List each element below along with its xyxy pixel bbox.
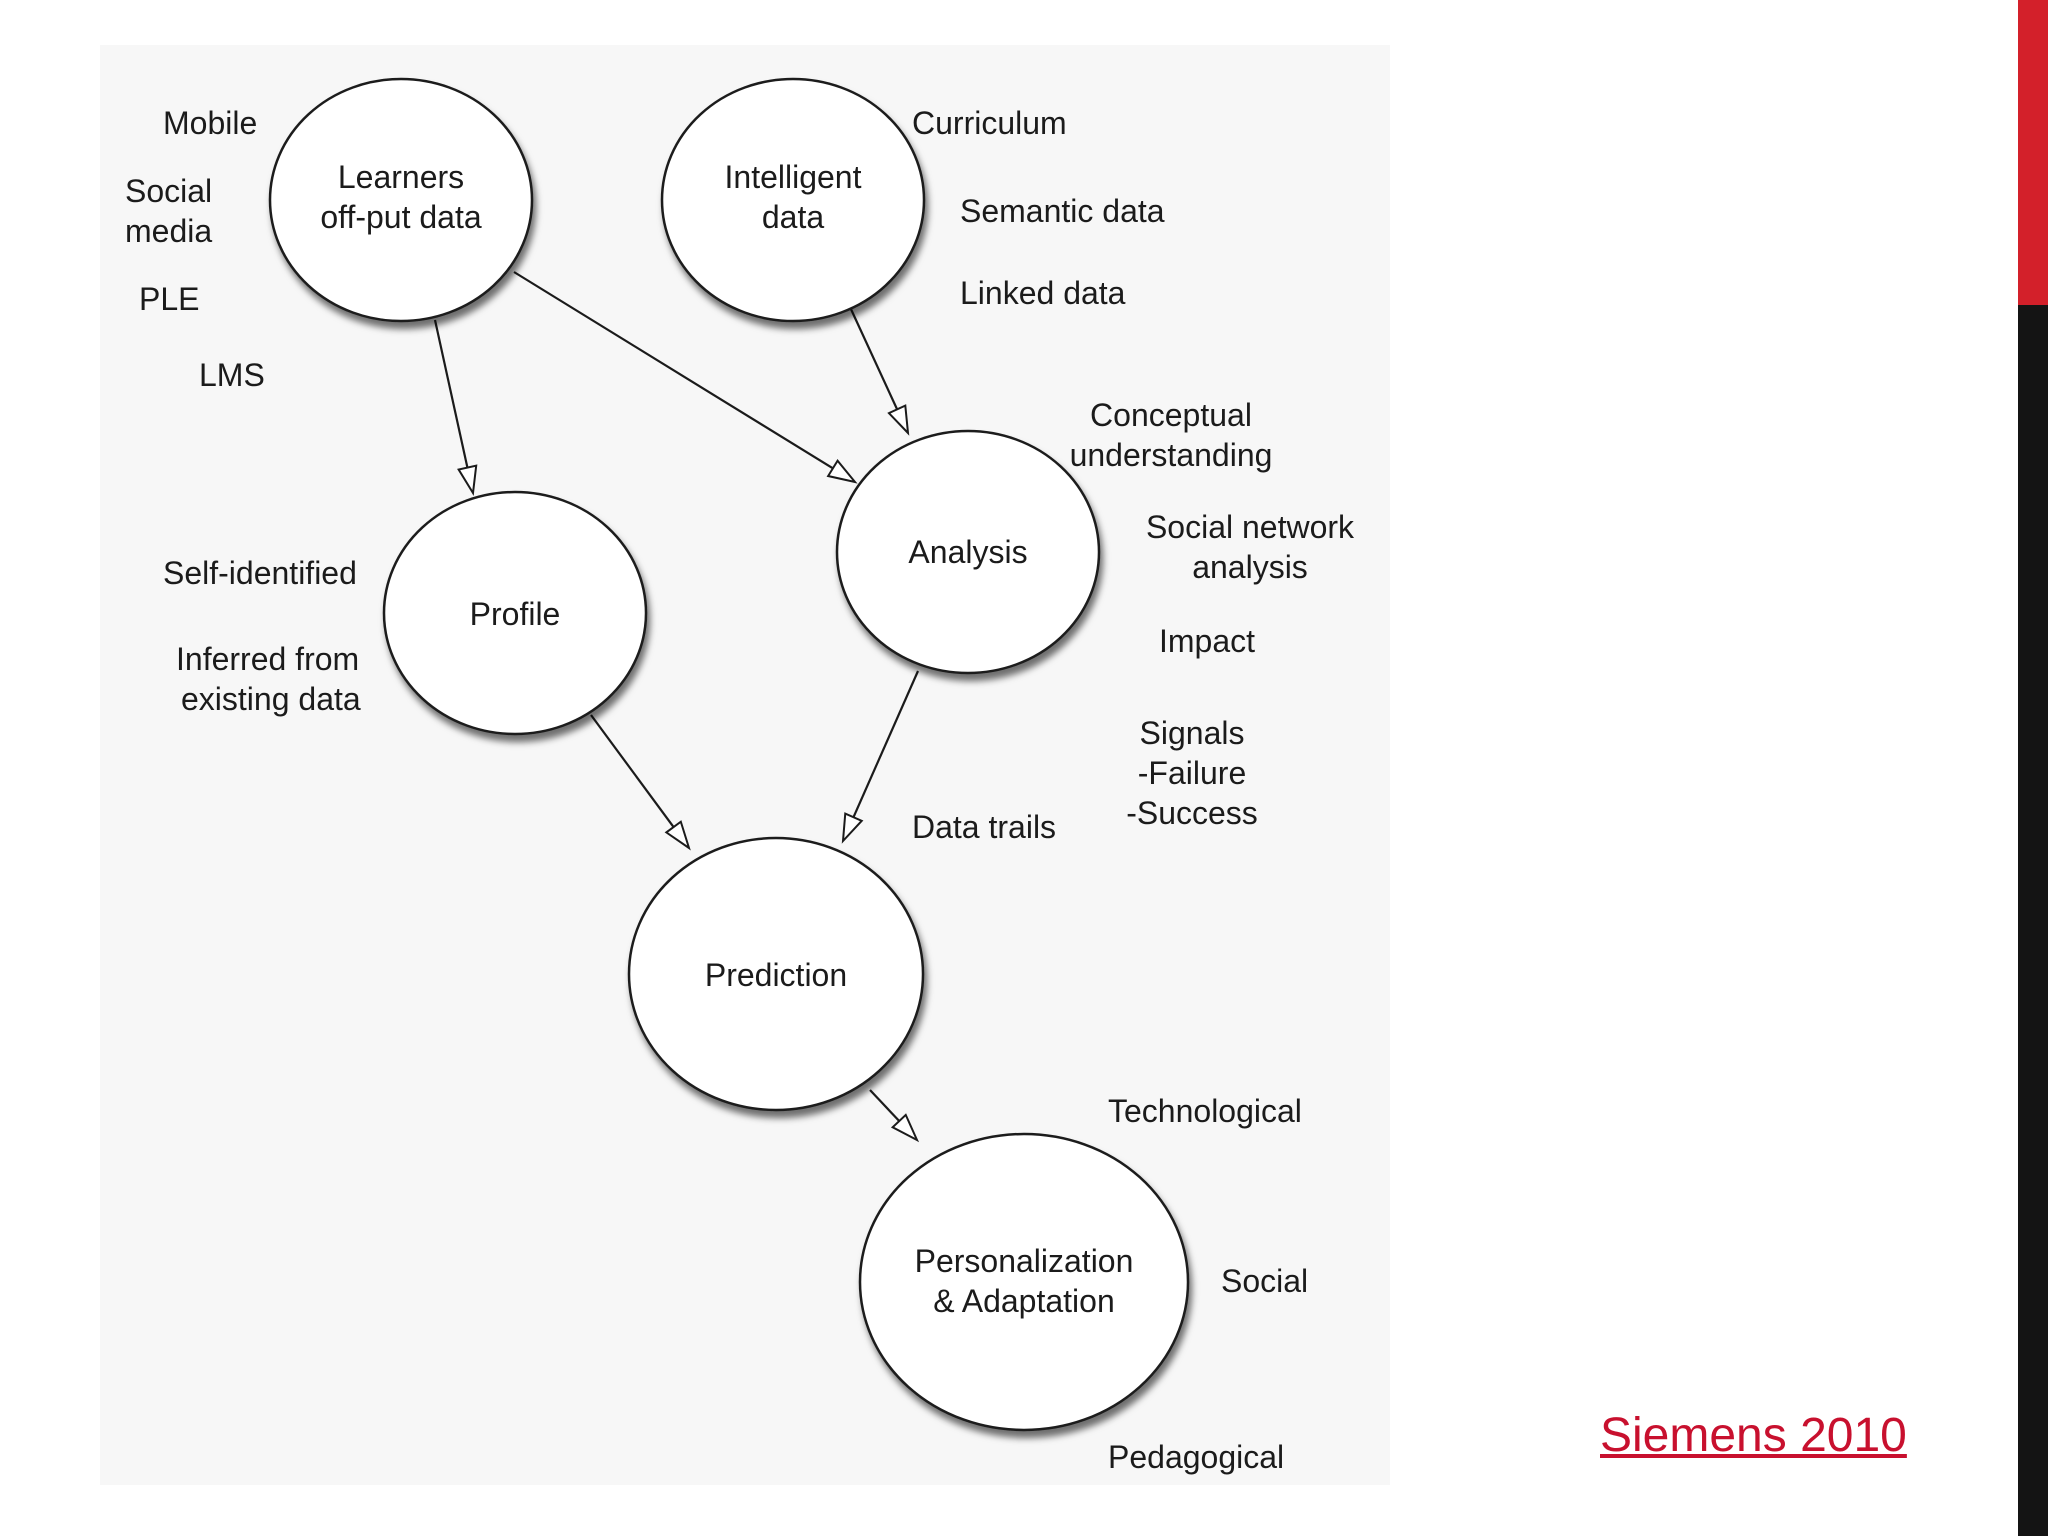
node-personalization-circle: [858, 1132, 1190, 1432]
analytics-flow-diagram: Learners off-put data Intelligent data P…: [125, 77, 1355, 1475]
annotation-technological: Technological: [1108, 1093, 1302, 1129]
node-profile: Profile: [382, 490, 648, 736]
annotation-conceptual-line-2: understanding: [1070, 437, 1273, 473]
node-analysis-circle: [835, 429, 1101, 675]
node-profile-circle: [382, 490, 648, 736]
arrow-intelligent-to-analysis-line: [849, 306, 899, 410]
arrow-analysis-to-prediction-line: [852, 670, 920, 818]
annotation-conceptual-line-1: Conceptual: [1090, 397, 1252, 433]
annotation-ple: PLE: [139, 281, 199, 317]
annotation-inferred-line-1: Inferred from: [176, 641, 359, 677]
accent-bar-black: [2018, 305, 2048, 1536]
annotation-social-media-line-1: Social: [125, 173, 212, 209]
arrow-learners-to-analysis-head: [826, 458, 858, 484]
annotation-inferred-line-2: existing data: [181, 681, 361, 717]
annotation-linked-data: Linked data: [960, 275, 1126, 311]
annotation-curriculum: Curriculum: [912, 105, 1067, 141]
arrow-prediction-to-personalization-head: [890, 1113, 920, 1143]
arrow-profile-to-prediction-head: [664, 820, 691, 851]
arrow-prediction-to-personalization-line: [869, 1089, 900, 1122]
node-learners-line-1: Learners: [338, 159, 464, 195]
node-intelligent-line-2: data: [762, 199, 824, 235]
annotation-signals-line-2: -Failure: [1138, 755, 1246, 791]
node-learners-line-2: off-put data: [320, 199, 482, 235]
node-personalization-line-2: & Adaptation: [933, 1283, 1114, 1319]
node-analysis-line-1: Analysis: [908, 534, 1027, 570]
diagram-panel: Learners off-put data Intelligent data P…: [100, 45, 1390, 1485]
node-profile-line-1: Profile: [470, 596, 561, 632]
annotation-lms: LMS: [199, 357, 265, 393]
annotation-sna-line-1: Social network: [1146, 509, 1355, 545]
annotation-signals-line-3: -Success: [1126, 795, 1258, 831]
node-personalization: Personalization & Adaptation: [858, 1132, 1190, 1432]
node-intelligent: Intelligent data: [660, 77, 926, 323]
arrow-profile-to-prediction-line: [590, 714, 675, 828]
arrow-learners-to-analysis-line: [513, 271, 834, 470]
annotation-signals-line-1: Signals: [1140, 715, 1245, 751]
node-intelligent-circle: [660, 77, 926, 323]
arrow-learners-to-profile-line: [433, 319, 469, 468]
arrows: [433, 271, 920, 1143]
node-prediction-circle: [627, 836, 925, 1112]
node-prediction: Prediction: [627, 836, 925, 1112]
node-learners-circle: [268, 77, 534, 323]
accent-bar-red: [2018, 0, 2048, 305]
node-personalization-line-1: Personalization: [915, 1243, 1134, 1279]
annotation-social-media-line-2: media: [125, 213, 212, 249]
citation-link[interactable]: Siemens 2010: [1600, 1409, 1907, 1462]
arrow-intelligent-to-analysis-head: [887, 404, 910, 436]
arrow-learners-to-profile-head: [457, 464, 478, 496]
annotation-social: Social: [1221, 1263, 1308, 1299]
node-prediction-line-1: Prediction: [705, 957, 847, 993]
annotation-mobile: Mobile: [163, 105, 257, 141]
annotation-semantic-data: Semantic data: [960, 193, 1165, 229]
node-analysis: Analysis: [835, 429, 1101, 675]
node-learners: Learners off-put data: [268, 77, 534, 323]
annotation-pedagogical: Pedagogical: [1108, 1439, 1284, 1475]
annotation-data-trails: Data trails: [912, 809, 1056, 845]
node-intelligent-line-1: Intelligent: [725, 159, 862, 195]
arrow-analysis-to-prediction-head: [841, 812, 864, 844]
annotation-sna-line-2: analysis: [1192, 549, 1308, 585]
annotation-impact: Impact: [1159, 623, 1255, 659]
annotation-self-identified: Self-identified: [163, 555, 357, 591]
